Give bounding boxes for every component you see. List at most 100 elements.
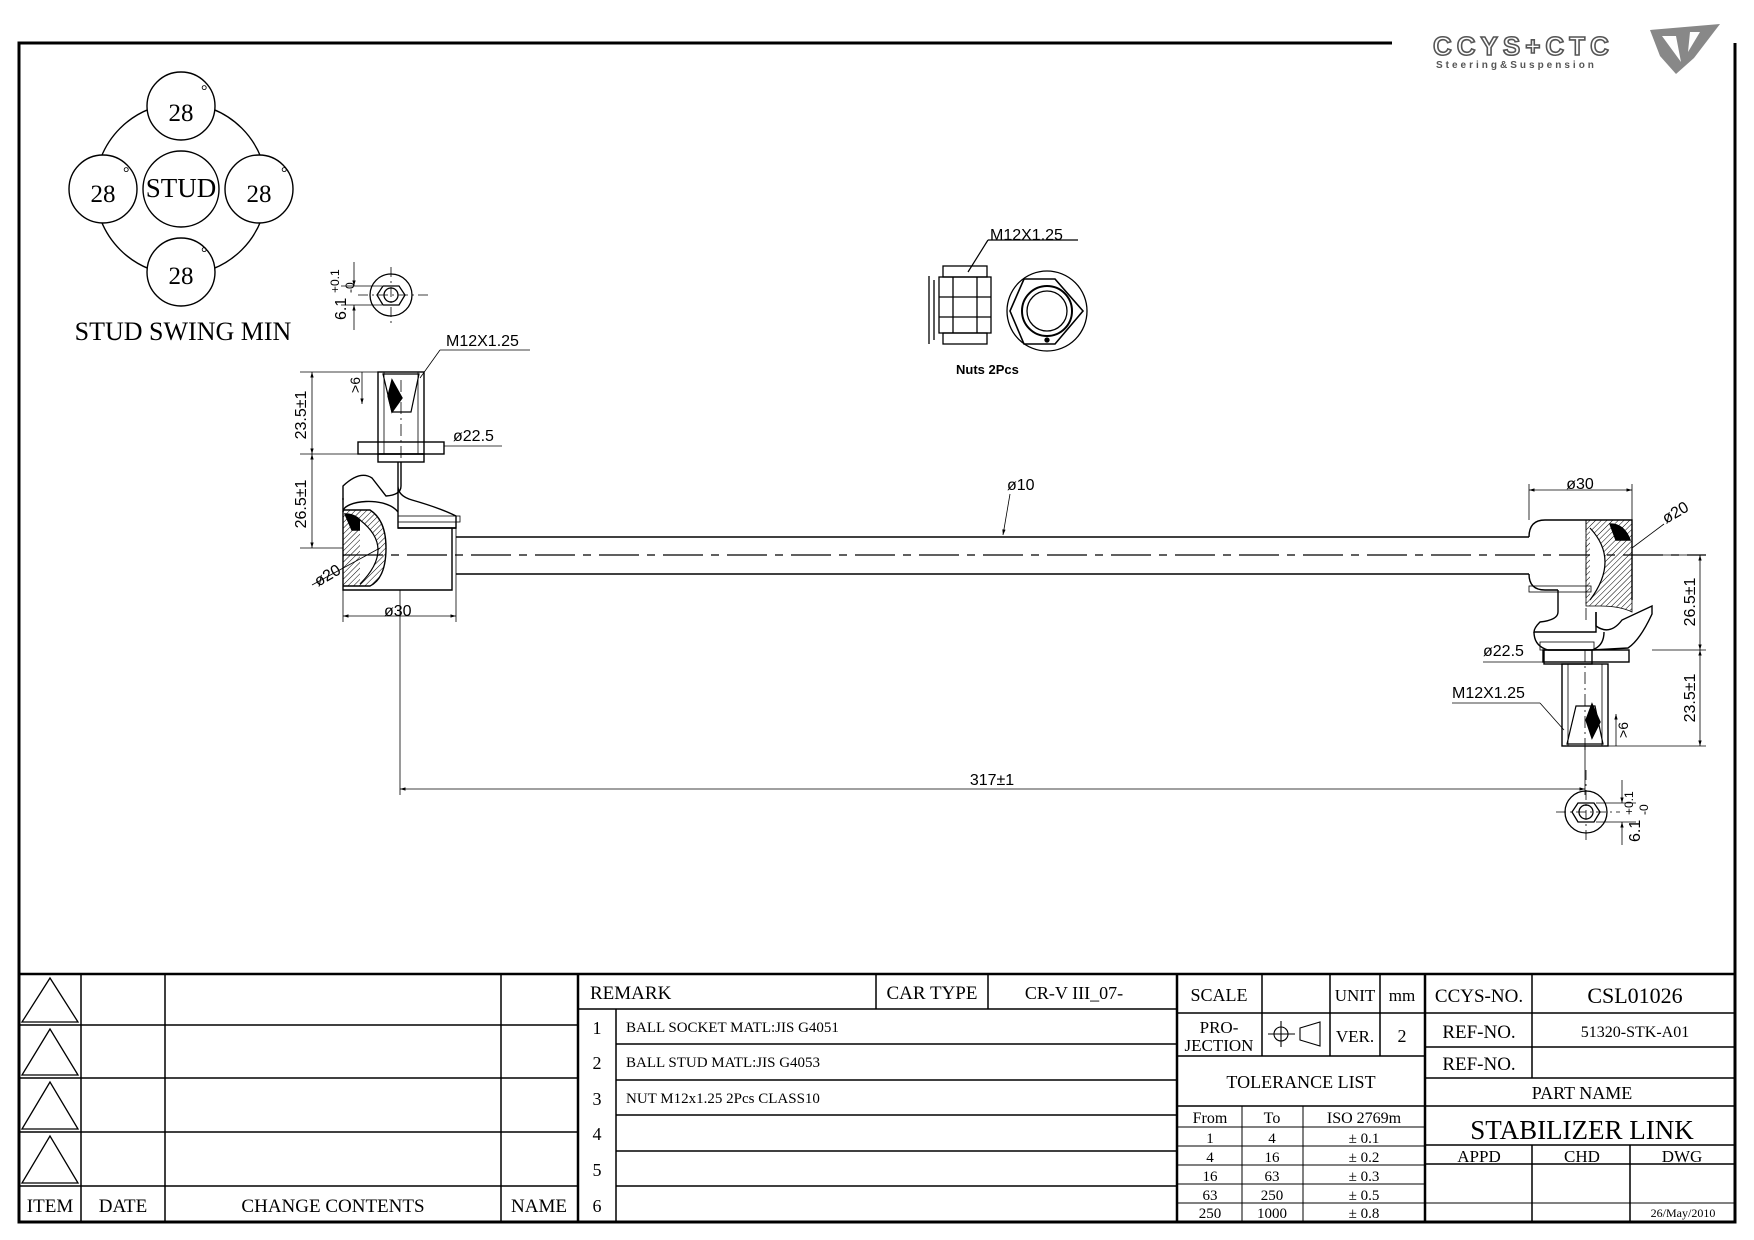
tol-header-to: To <box>1264 1110 1281 1127</box>
tol-header-iso: ISO 2769m <box>1327 1110 1402 1127</box>
hex-size-right: 6.1 <box>1627 820 1644 842</box>
swing-angle-left: 28 <box>91 181 116 208</box>
ver-value: 2 <box>1398 1026 1407 1046</box>
flange-dim-right: ø22.5 <box>1483 643 1524 660</box>
tol-value: ± 0.5 <box>1349 1188 1380 1204</box>
ccys-no-value: CSL01026 <box>1587 983 1682 1008</box>
socket-dim-right: ø30 <box>1566 476 1594 493</box>
flange-dim-left: ø22.5 <box>453 428 494 445</box>
tol-header-from: From <box>1193 1110 1228 1127</box>
ref-no-label: REF-NO. <box>1442 1022 1515 1043</box>
hex-tol-minus-right: -0 <box>1637 804 1651 815</box>
degree-mark-top: ° <box>201 83 207 100</box>
drawing-frame <box>17 41 1737 1224</box>
unit-value: mm <box>1389 986 1415 1005</box>
revision-triangle-icon <box>20 1080 80 1130</box>
hex-top-view-left <box>341 262 430 330</box>
degree-mark-bottom: ° <box>201 245 207 262</box>
stud-swing-caption: STUD SWING MIN <box>75 317 292 346</box>
hex-size-left: 6.1 <box>333 298 350 320</box>
remark-no: 4 <box>593 1124 602 1144</box>
rod-diameter-dim: ø10 <box>1007 477 1035 494</box>
projection-label-2: JECTION <box>1185 1036 1254 1055</box>
tol-from: 4 <box>1206 1150 1214 1166</box>
logo-brand: CCYS+CTC <box>1433 31 1614 61</box>
remark-text: BALL STUD MATL:JIS G4053 <box>626 1055 820 1071</box>
revision-triangle-icon <box>20 1027 80 1076</box>
thread-dim-left: M12X1.25 <box>446 333 519 350</box>
drawing-date: 26/May/2010 <box>1651 1206 1716 1220</box>
chd-label: CHD <box>1564 1147 1600 1166</box>
stud-length-right: 23.5±1 <box>1682 673 1699 722</box>
part-name-value: STABILIZER LINK <box>1470 1115 1694 1145</box>
stud-length-left: 23.5±1 <box>293 390 310 439</box>
ref-no-value: 51320-STK-A01 <box>1581 1024 1689 1041</box>
nuts-detail <box>928 239 1088 352</box>
height-dim-right: 26.5±1 <box>1682 577 1699 626</box>
ref-no-label-2: REF-NO. <box>1442 1054 1515 1075</box>
remark-no: 6 <box>593 1196 602 1216</box>
tol-value: ± 0.3 <box>1349 1169 1380 1185</box>
ball-dim-right: ø20 <box>1660 499 1692 528</box>
stud-label: STUD <box>146 173 217 203</box>
company-logo: CCYS+CTC Steering&Suspension <box>1432 24 1720 74</box>
ball-joint-left <box>342 371 461 591</box>
stud-swing-diagram: STUD 28 28 28 28 ° ° ° ° STUD SWING MIN <box>68 71 294 346</box>
rev-header-date: DATE <box>99 1196 148 1217</box>
tol-from: 1 <box>1206 1131 1214 1147</box>
hex-bottom-view-right <box>1556 770 1636 845</box>
ball-dim-left: ø20 <box>312 562 344 591</box>
tol-to: 250 <box>1261 1188 1284 1204</box>
remark-no: 2 <box>593 1053 602 1073</box>
unit-label: UNIT <box>1335 986 1376 1005</box>
remark-list: 1 BALL SOCKET MATL:JIS G4051 2 BALL STUD… <box>593 1018 839 1216</box>
title-block-grid <box>19 972 1735 1222</box>
logo-emblem-cutout <box>1662 32 1700 62</box>
height-dim-left: 26.5±1 <box>293 479 310 528</box>
link-rod <box>343 493 1706 575</box>
nuts-qty-label: Nuts 2Pcs <box>956 362 1019 377</box>
logo-emblem-icon <box>1650 24 1720 74</box>
part-name-label: PART NAME <box>1532 1083 1632 1103</box>
hex-tol-plus-right: +0.1 <box>1622 791 1636 815</box>
swing-angle-right: 28 <box>247 181 272 208</box>
degree-mark-left: ° <box>123 165 129 182</box>
ccys-no-label: CCYS-NO. <box>1435 986 1523 1007</box>
remark-text: BALL SOCKET MATL:JIS G4051 <box>626 1020 839 1036</box>
swing-angle-top: 28 <box>169 100 194 127</box>
rev-header-name: NAME <box>511 1196 567 1217</box>
remark-no: 5 <box>593 1160 602 1180</box>
revision-triangle-icon <box>20 1134 80 1184</box>
tol-value: ± 0.1 <box>1349 1131 1380 1147</box>
tolerance-title: TOLERANCE LIST <box>1226 1072 1375 1092</box>
tol-value: ± 0.8 <box>1349 1206 1380 1222</box>
tol-from: 250 <box>1199 1206 1222 1222</box>
tol-to: 1000 <box>1257 1206 1287 1222</box>
swing-angle-bottom: 28 <box>169 263 194 290</box>
revision-triangles <box>20 976 80 1184</box>
tol-to: 4 <box>1268 1131 1276 1147</box>
tolerance-rows: 1 4 ± 0.1 4 16 ± 0.2 16 63 ± 0.3 63 250 … <box>1199 1131 1380 1222</box>
logo-tagline: Steering&Suspension <box>1436 60 1597 71</box>
remark-text: NUT M12x1.25 2Pcs CLASS10 <box>626 1091 820 1107</box>
remark-no: 1 <box>593 1018 602 1038</box>
remark-no: 3 <box>593 1089 602 1109</box>
scale-label: SCALE <box>1190 985 1247 1005</box>
hex-tol-plus-left: +0.1 <box>328 269 342 293</box>
min-length-left: >6 <box>347 377 363 393</box>
ball-joint-right <box>1528 519 1653 750</box>
appd-label: APPD <box>1457 1147 1500 1166</box>
rev-header-change: CHANGE CONTENTS <box>241 1196 424 1217</box>
revision-triangle-icon <box>20 976 80 1023</box>
tol-to: 16 <box>1265 1150 1281 1166</box>
remark-header: REMARK <box>590 983 672 1004</box>
car-type-label: CAR TYPE <box>887 983 978 1004</box>
dwg-label: DWG <box>1662 1147 1703 1166</box>
hex-tol-minus-left: -0 <box>343 282 357 293</box>
ver-label: VER. <box>1336 1027 1374 1046</box>
tol-from: 16 <box>1203 1169 1219 1185</box>
tol-value: ± 0.2 <box>1349 1150 1380 1166</box>
overall-length-dim: 317±1 <box>970 772 1014 789</box>
projection-label-1: PRO- <box>1200 1018 1239 1037</box>
